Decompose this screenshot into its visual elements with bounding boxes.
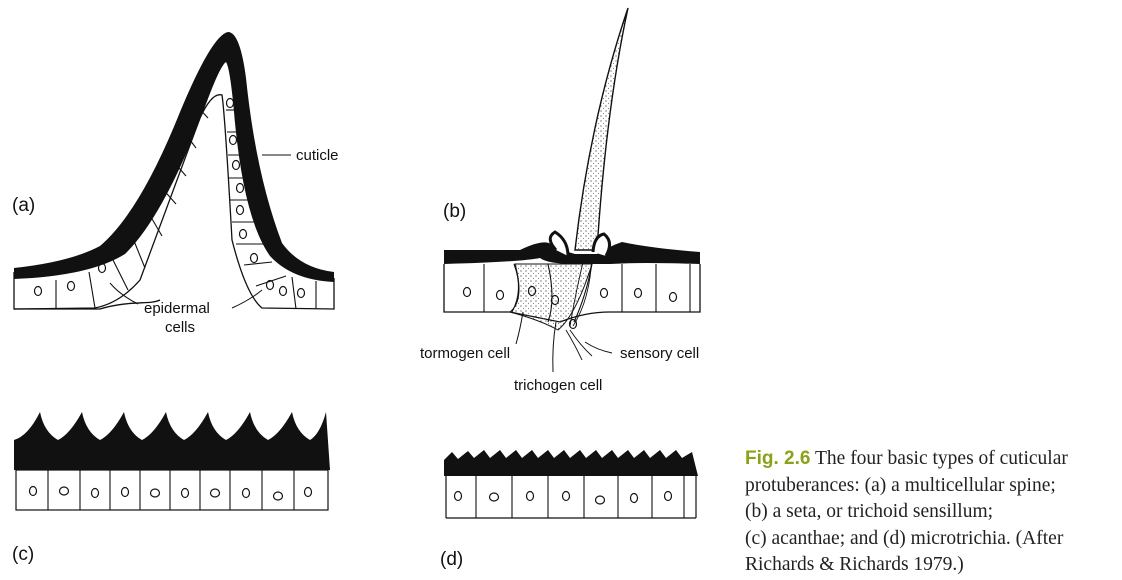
- panel-b-label: (b): [443, 201, 466, 222]
- panel-c-acanthae: (c): [12, 412, 330, 565]
- spine-cuticle: [14, 32, 334, 282]
- figure-caption: Fig. 2.6 The four basic types of cuticul…: [745, 446, 1115, 579]
- epidermal-cells-label-line2: cells: [165, 319, 195, 336]
- panel-d-microtrichia: (d): [440, 450, 698, 570]
- panel-d-label: (d): [440, 549, 463, 570]
- trichogen-cell-label: trichogen cell: [514, 377, 602, 394]
- seta-shaft: [574, 7, 629, 251]
- caption-line-3: (b) a seta, or trichoid sensillum;: [745, 501, 994, 522]
- microtrichia-cuticle: [444, 450, 698, 476]
- sensory-cell-label: sensory cell: [620, 345, 699, 362]
- acanthae-cuticle: [14, 412, 330, 470]
- caption-line-1: The four basic types of cuticular: [815, 448, 1068, 469]
- cuticle-label: cuticle: [296, 147, 339, 164]
- panel-c-label: (c): [12, 544, 34, 565]
- panel-b-seta: (b) tormogen cell trichogen cell sensory…: [420, 7, 701, 394]
- caption-line-5: Richards & Richards 1979.): [745, 554, 964, 575]
- caption-line-4: (c) acanthae; and (d) microtrichia. (Aft…: [745, 527, 1064, 549]
- panel-a-multicellular-spine: (a) cuticle epidermal cells: [12, 32, 339, 336]
- seta-cuticle: [444, 242, 700, 264]
- caption-line-2: protuberances: (a) a multicellular spine…: [745, 474, 1056, 496]
- epidermal-cells-label-line1: epidermal: [144, 300, 210, 317]
- spine-epidermis-outline: [13, 272, 161, 310]
- tormogen-cell-label: tormogen cell: [420, 345, 510, 362]
- panel-a-label: (a): [12, 195, 35, 216]
- figure-number: Fig. 2.6: [745, 448, 811, 469]
